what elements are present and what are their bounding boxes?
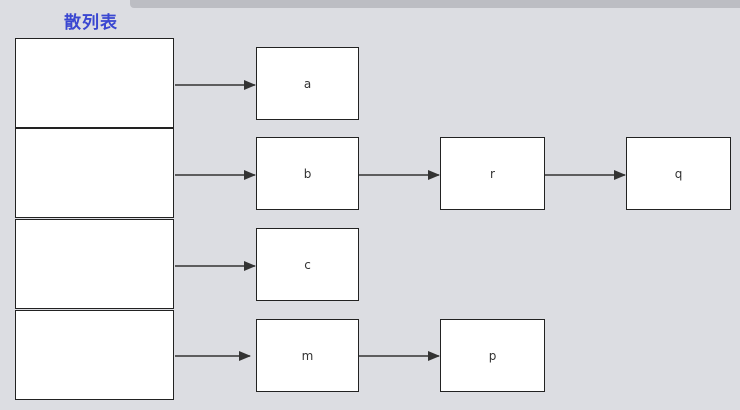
- diagram-title: 散列表: [64, 13, 118, 33]
- hash-bucket-4: [15, 310, 174, 400]
- node-q: q: [626, 137, 731, 210]
- window-top-edge: [130, 0, 740, 8]
- node-c: c: [256, 228, 359, 301]
- hash-bucket-2: [15, 128, 174, 218]
- node-m: m: [256, 319, 359, 392]
- node-r: r: [440, 137, 545, 210]
- node-p: p: [440, 319, 545, 392]
- node-b: b: [256, 137, 359, 210]
- node-a: a: [256, 47, 359, 120]
- hash-bucket-1: [15, 38, 174, 128]
- hash-bucket-3: [15, 219, 174, 309]
